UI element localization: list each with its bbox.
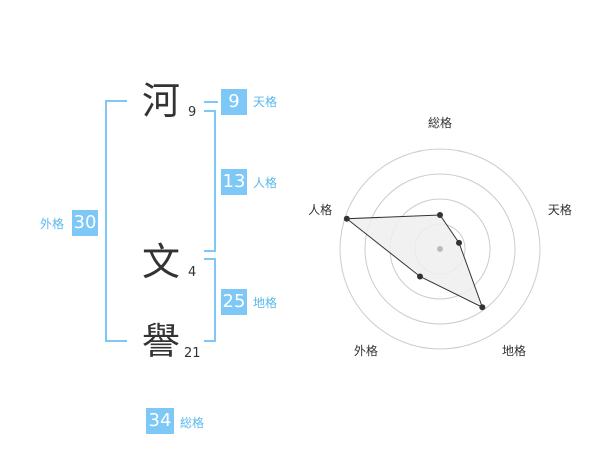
radar-grid-ring <box>364 173 516 325</box>
radar-axis-label-3: 地格 <box>502 343 526 358</box>
name-char-3: 譽 <box>142 320 181 364</box>
chikaku-value: 25 <box>221 289 247 315</box>
stroke-count-2: 4 <box>188 265 197 280</box>
stroke-count-3: 21 <box>184 346 201 361</box>
gaikaku-value: 30 <box>72 210 98 236</box>
stroke-count-1: 9 <box>188 105 197 120</box>
chikaku-bracket <box>204 258 216 342</box>
radar-point-1 <box>437 212 443 218</box>
gaikaku-bracket <box>105 100 127 342</box>
name-char-2: 文 <box>142 240 181 284</box>
radar-axis-label-1: 総格 <box>428 115 452 130</box>
soukaku-value: 34 <box>146 408 174 434</box>
radar-point-3 <box>479 304 486 311</box>
chikaku-label: 地格 <box>253 296 278 310</box>
radar-series-area <box>345 214 484 309</box>
gaikaku-label: 外格 <box>40 217 65 231</box>
radar-point-2 <box>456 239 463 246</box>
radar-point-4 <box>417 273 424 280</box>
radar-point-5 <box>343 215 350 222</box>
jinkaku-label: 人格 <box>253 176 278 190</box>
radar-center-dot <box>437 246 443 252</box>
radar-grid-ring <box>339 148 541 350</box>
radar-axis-label-2: 天格 <box>548 202 572 217</box>
tenkaku-label: 天格 <box>253 95 278 109</box>
tenkaku-connector <box>204 101 218 103</box>
jinkaku-value: 13 <box>221 169 247 195</box>
name-char-1: 河 <box>142 79 181 123</box>
radar-axis-label-4: 外格 <box>354 343 378 358</box>
radar-axis-label-5: 人格 <box>308 202 332 217</box>
tenkaku-value: 9 <box>221 89 247 115</box>
jinkaku-bracket <box>204 110 216 252</box>
soukaku-label: 総格 <box>180 416 205 430</box>
